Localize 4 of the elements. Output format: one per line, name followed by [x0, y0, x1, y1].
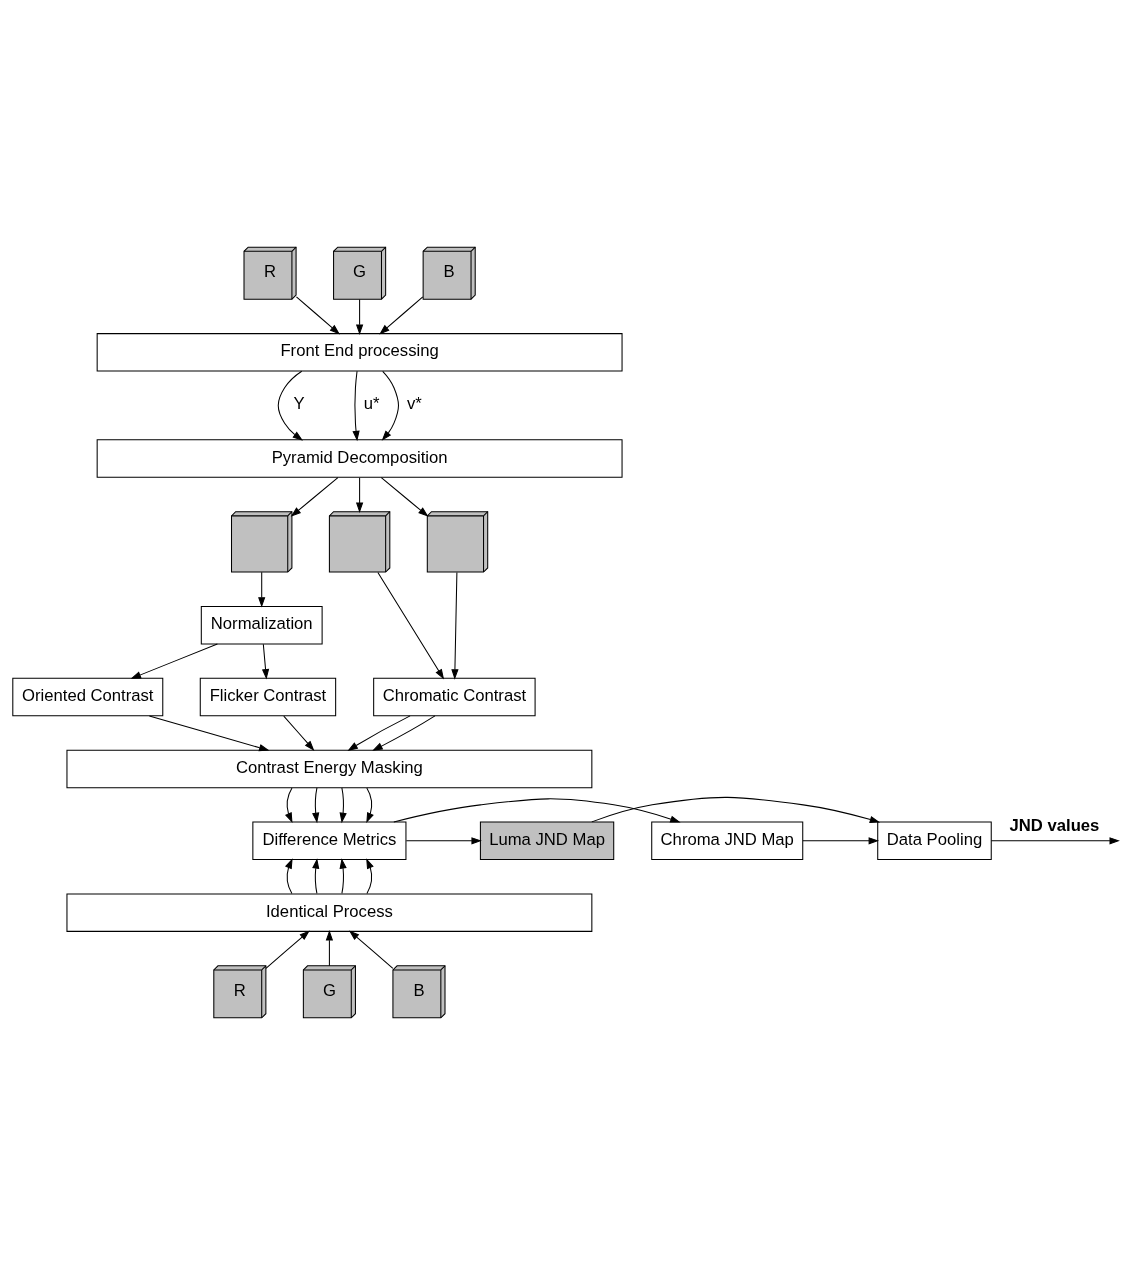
edge-label: JND values — [1009, 816, 1100, 836]
edge-label: Y — [293, 394, 305, 414]
edge-label: v* — [406, 394, 422, 414]
edge-label: u* — [363, 394, 380, 414]
